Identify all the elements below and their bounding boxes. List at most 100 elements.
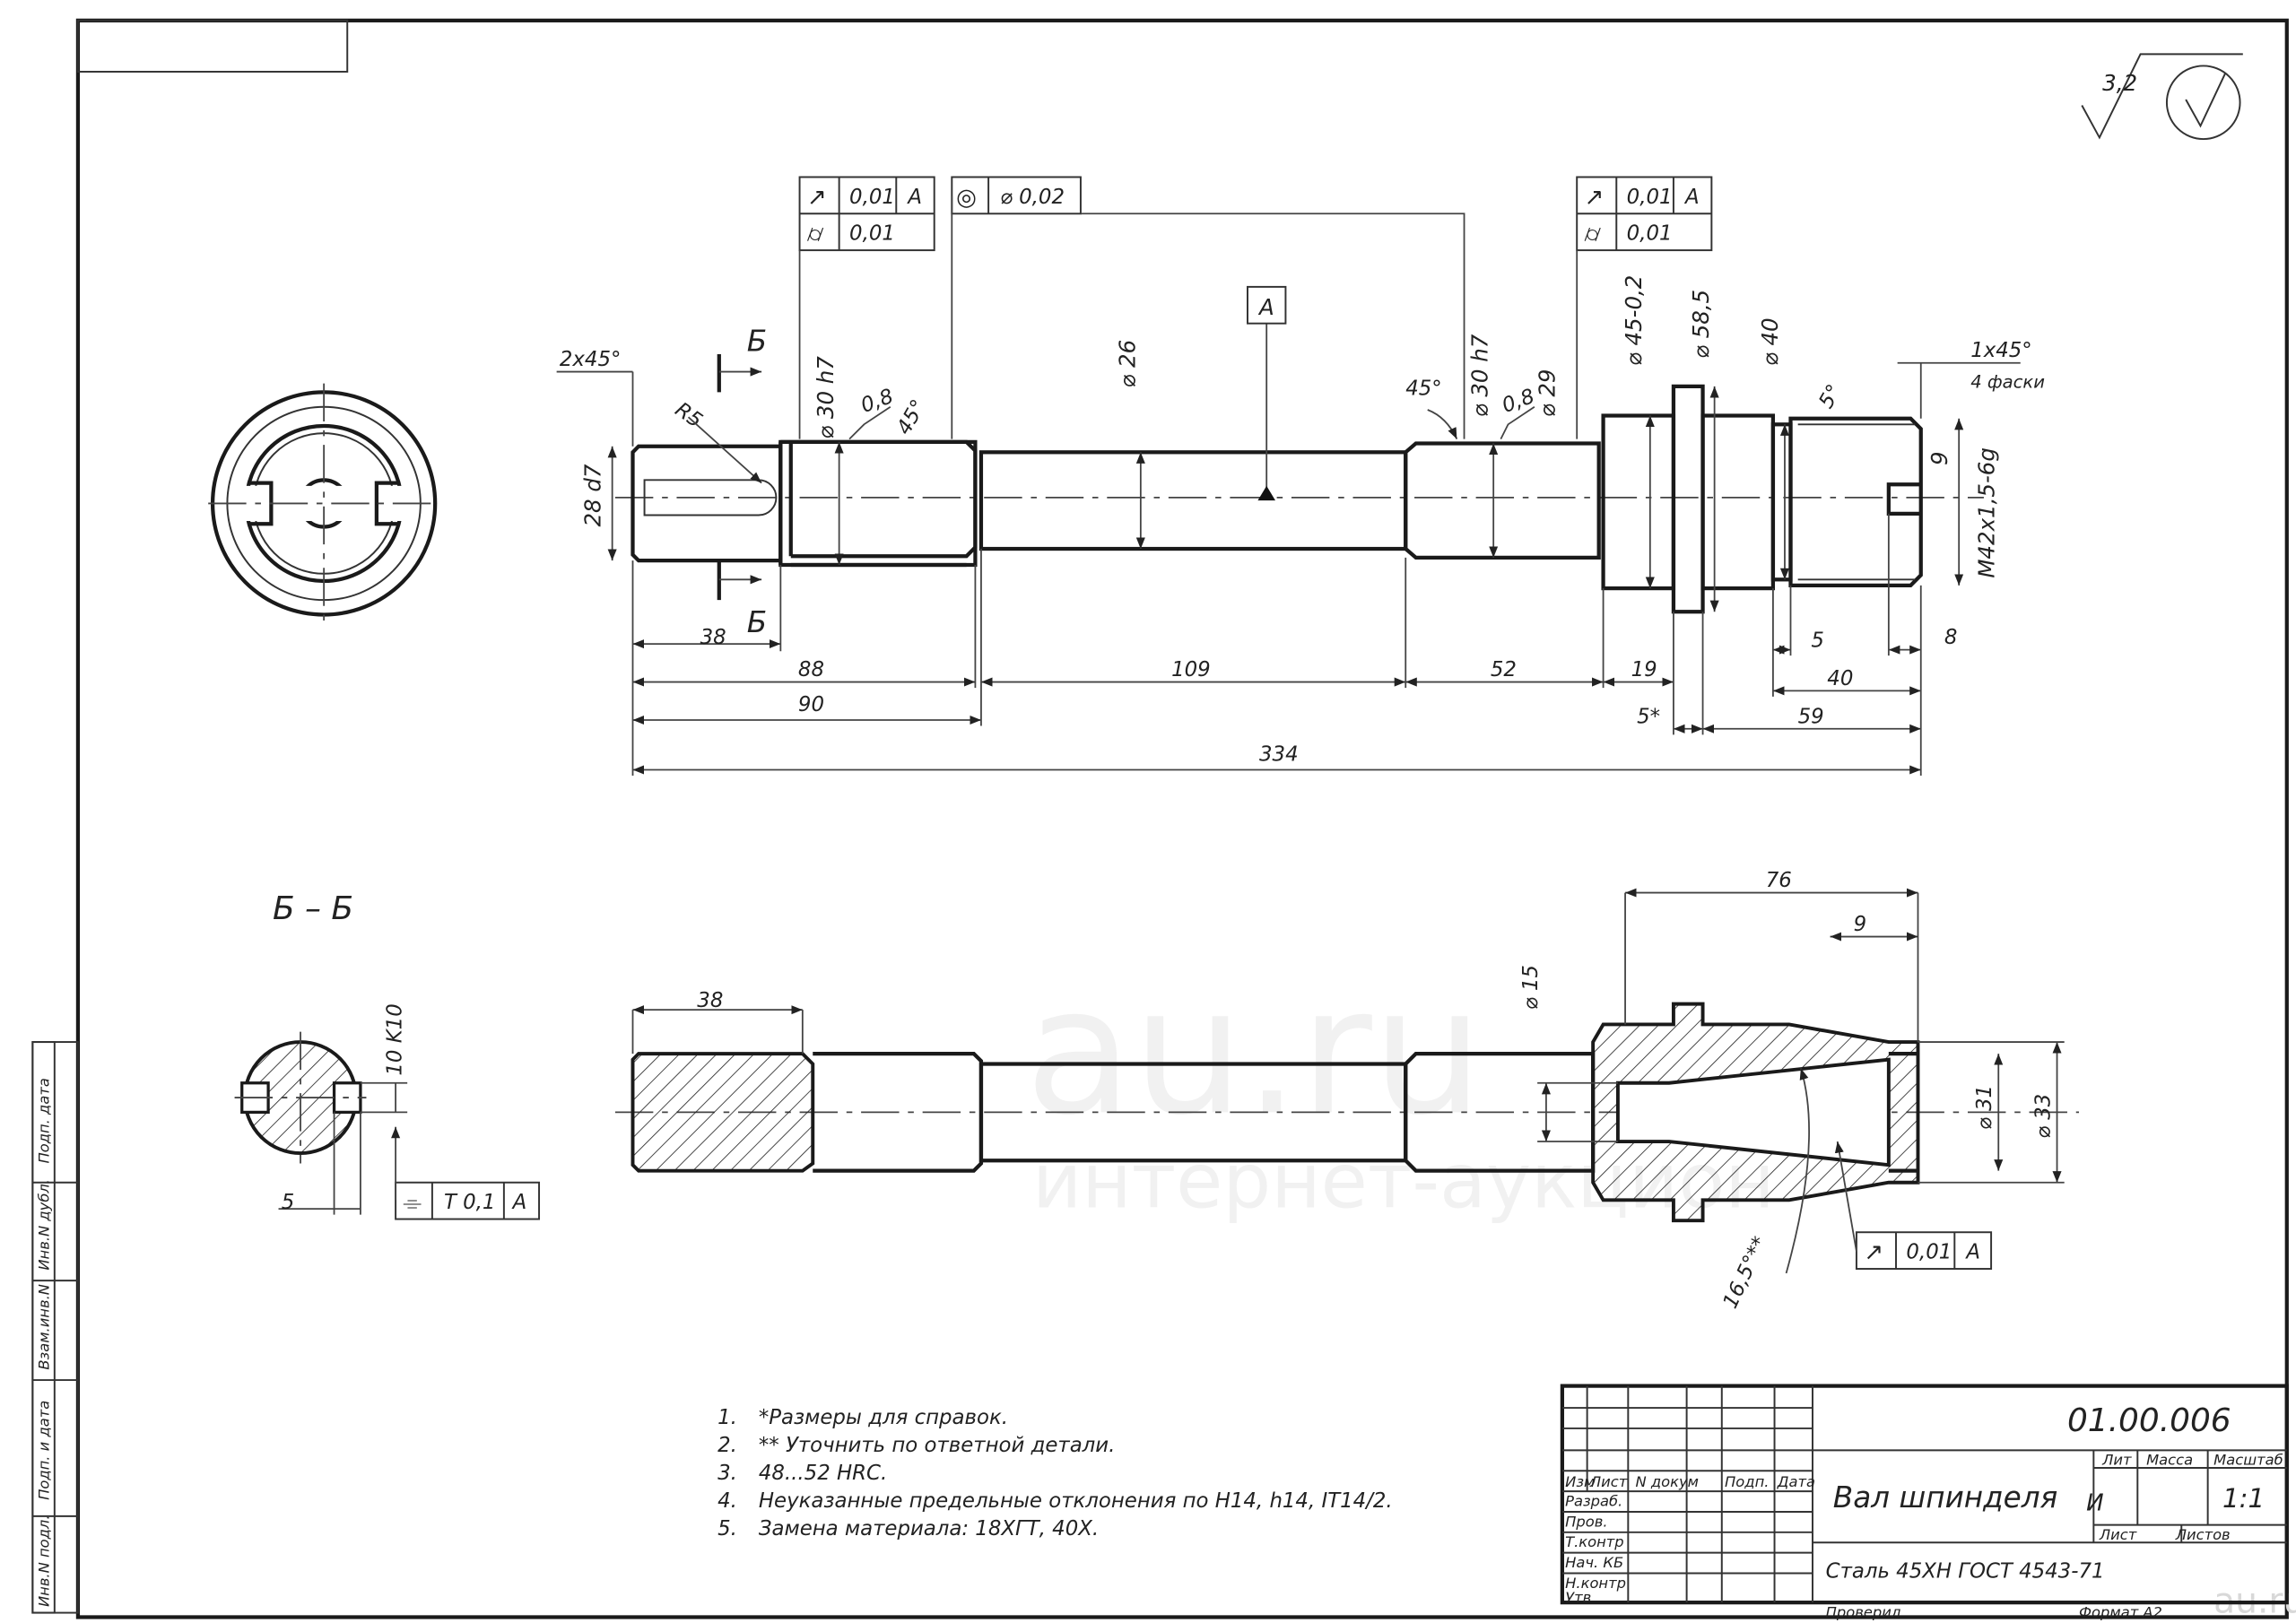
stamp-inv-dubl: Инв.N дубл. bbox=[35, 1179, 52, 1271]
shaft-long-section: 38 76 9 ⌀ 15 ⌀ 31 ⌀ 33 16,5°** ↗ 0,01 A bbox=[614, 869, 2080, 1312]
row-nkontr: Н.контр bbox=[1565, 1575, 1626, 1592]
dim-chamfer2: 1x45° bbox=[1970, 339, 2032, 362]
section-marks: Б Б bbox=[717, 325, 767, 639]
dim-l109: 109 bbox=[1171, 658, 1211, 681]
hdr-doc: N докум bbox=[1635, 1473, 1698, 1490]
dim-ra2: 0,8 bbox=[1499, 385, 1537, 418]
technical-notes: 1. *Размеры для справок. 2. ** Уточнить … bbox=[718, 1406, 1393, 1541]
stamp-inv-podl: Инв.N подл. bbox=[35, 1515, 52, 1607]
note-3: 48...52 HRC. bbox=[759, 1462, 887, 1485]
frame4-symbol: ↗ bbox=[1584, 184, 1604, 211]
frame4-value: 0,01 bbox=[1627, 186, 1673, 209]
title-block: 01.00.006 Вал шпинделя Сталь 45ХН ГОСТ 4… bbox=[1560, 1384, 2289, 1620]
frame3-symbol: ◎ bbox=[956, 184, 977, 211]
lsec-d31: ⌀ 31 bbox=[1973, 1085, 1996, 1130]
section-mark-bottom: Б bbox=[747, 605, 767, 639]
main-dimensions: 28 d7 ⌀ 30 h7 ⌀ 26 ⌀ 30 h7 ⌀ 29 ⌀ 45-0,2… bbox=[556, 275, 2045, 777]
dim-a45a: 45° bbox=[892, 395, 931, 438]
dim-l52: 52 bbox=[1491, 658, 1517, 681]
note-2: ** Уточнить по ответной детали. bbox=[759, 1434, 1116, 1457]
frame1-datum: A bbox=[906, 186, 922, 209]
dim-l334: 334 bbox=[1259, 743, 1299, 767]
scale-value: 1:1 bbox=[2222, 1483, 2265, 1514]
hdr-izm: Изм bbox=[1565, 1473, 1595, 1490]
scale-label: Масштаб bbox=[2213, 1452, 2283, 1469]
frame1-value: 0,01 bbox=[849, 186, 895, 209]
section-frame-value: T 0,1 bbox=[444, 1191, 496, 1214]
dim-l19: 19 bbox=[1631, 658, 1657, 681]
end-view bbox=[208, 383, 440, 622]
dim-l88: 88 bbox=[798, 658, 824, 681]
note-5: Замена материала: 18ХГТ, 40Х. bbox=[759, 1517, 1099, 1541]
sheet-frame bbox=[75, 18, 2289, 1619]
tolerance-frame-coaxial: ◎ ⌀ 0,02 bbox=[951, 176, 1465, 439]
sheet-label: Лист bbox=[2099, 1526, 2137, 1543]
dim-chamfer1: 2x45° bbox=[560, 348, 622, 371]
dim-l90: 90 bbox=[798, 693, 824, 716]
note-5-num: 5. bbox=[718, 1517, 737, 1541]
section-bb: Б – Б 10 K10 5 ⌯ T 0,1 A bbox=[234, 890, 541, 1220]
dim-thread: M42x1,5-6g bbox=[1973, 447, 1999, 578]
mass-label: Масса bbox=[2146, 1452, 2193, 1469]
section-frame-datum: A bbox=[511, 1191, 527, 1214]
hdr-date: Дата bbox=[1777, 1473, 1815, 1490]
dim-d40: ⌀ 40 bbox=[1757, 317, 1783, 366]
tolerance-frame-right: ↗ 0,01 A ⌭ 0,01 bbox=[1576, 176, 1713, 439]
hdr-list: Лист bbox=[1589, 1473, 1628, 1490]
stamp-vzam: Взам.инв.N bbox=[35, 1284, 52, 1370]
dim-d30a: ⌀ 30 h7 bbox=[813, 356, 839, 439]
datum-a-box: A bbox=[1247, 285, 1287, 325]
note-1: *Размеры для справок. bbox=[759, 1406, 1008, 1429]
dim-d30b: ⌀ 30 h7 bbox=[1467, 334, 1493, 417]
row-prov: Пров. bbox=[1565, 1513, 1607, 1530]
note-4: Неуказанные предельные отклонения по H14… bbox=[759, 1489, 1393, 1513]
roughness-symbol: 3,2 bbox=[2081, 53, 2243, 141]
material: Сталь 45ХН ГОСТ 4543-71 bbox=[1826, 1559, 2105, 1583]
frame5-value: 0,01 bbox=[1627, 222, 1673, 246]
dim-w5: 5 bbox=[282, 1191, 295, 1214]
lit-value: И bbox=[2086, 1489, 2104, 1516]
frame2-symbol: ⌭ bbox=[807, 221, 824, 247]
dim-a45b: 45° bbox=[1405, 378, 1441, 401]
row-razrab: Разраб. bbox=[1565, 1492, 1622, 1509]
format-label: Формат А2 bbox=[2079, 1603, 2162, 1620]
dim-a5: 5° bbox=[1814, 381, 1846, 412]
note-3-num: 3. bbox=[718, 1462, 737, 1485]
part-name: Вал шпинделя bbox=[1833, 1480, 2057, 1515]
frame2-value: 0,01 bbox=[849, 222, 895, 246]
side-stamps: Подп. дата Инв.N дубл. Взам.инв.N Подп. … bbox=[31, 1041, 79, 1614]
roughness-value: 3,2 bbox=[2102, 70, 2137, 96]
dim-l40: 40 bbox=[1827, 667, 1853, 690]
dim-l5s: 5* bbox=[1637, 705, 1660, 728]
frame5-symbol: ⌭ bbox=[1584, 221, 1601, 247]
dim-d45: ⌀ 45-0,2 bbox=[1621, 275, 1647, 366]
dim-chamfer2-note: 4 фаски bbox=[1970, 372, 2045, 393]
dim-w9: 9 bbox=[1926, 451, 1952, 465]
lsec-l76: 76 bbox=[1766, 869, 1792, 892]
frame3-value: ⌀ 0,02 bbox=[1000, 186, 1065, 209]
dim-d10: 10 K10 bbox=[384, 1003, 407, 1075]
lsec-l38: 38 bbox=[697, 989, 723, 1012]
dim-d29: ⌀ 29 bbox=[1535, 369, 1561, 417]
dim-d58: ⌀ 58,5 bbox=[1688, 290, 1714, 359]
row-utv: Утв bbox=[1565, 1589, 1591, 1606]
note-2-num: 2. bbox=[718, 1434, 737, 1457]
sheets-label: Листов bbox=[2175, 1526, 2231, 1543]
lsec-d15: ⌀ 15 bbox=[1519, 965, 1543, 1010]
frame4-datum: A bbox=[1683, 186, 1700, 209]
note-4-num: 4. bbox=[718, 1489, 737, 1513]
section-title: Б – Б bbox=[273, 890, 353, 927]
lsec-d33: ⌀ 33 bbox=[2031, 1094, 2055, 1139]
watermark-logo: au.ru bbox=[1025, 950, 1483, 1154]
stamp-podp-data: Подп. дата bbox=[35, 1078, 52, 1163]
lsec-frame-value: 0,01 bbox=[1906, 1241, 1952, 1264]
dim-l5: 5 bbox=[1811, 629, 1824, 652]
dim-l59: 59 bbox=[1798, 705, 1824, 728]
dim-l8: 8 bbox=[1944, 626, 1958, 649]
checked-label: Проверил bbox=[1826, 1603, 1901, 1620]
top-left-box bbox=[76, 19, 349, 73]
lit-label: Лит bbox=[2101, 1452, 2132, 1469]
row-tkontr: Т.контр bbox=[1565, 1533, 1624, 1550]
datum-a-label: A bbox=[1257, 294, 1274, 320]
